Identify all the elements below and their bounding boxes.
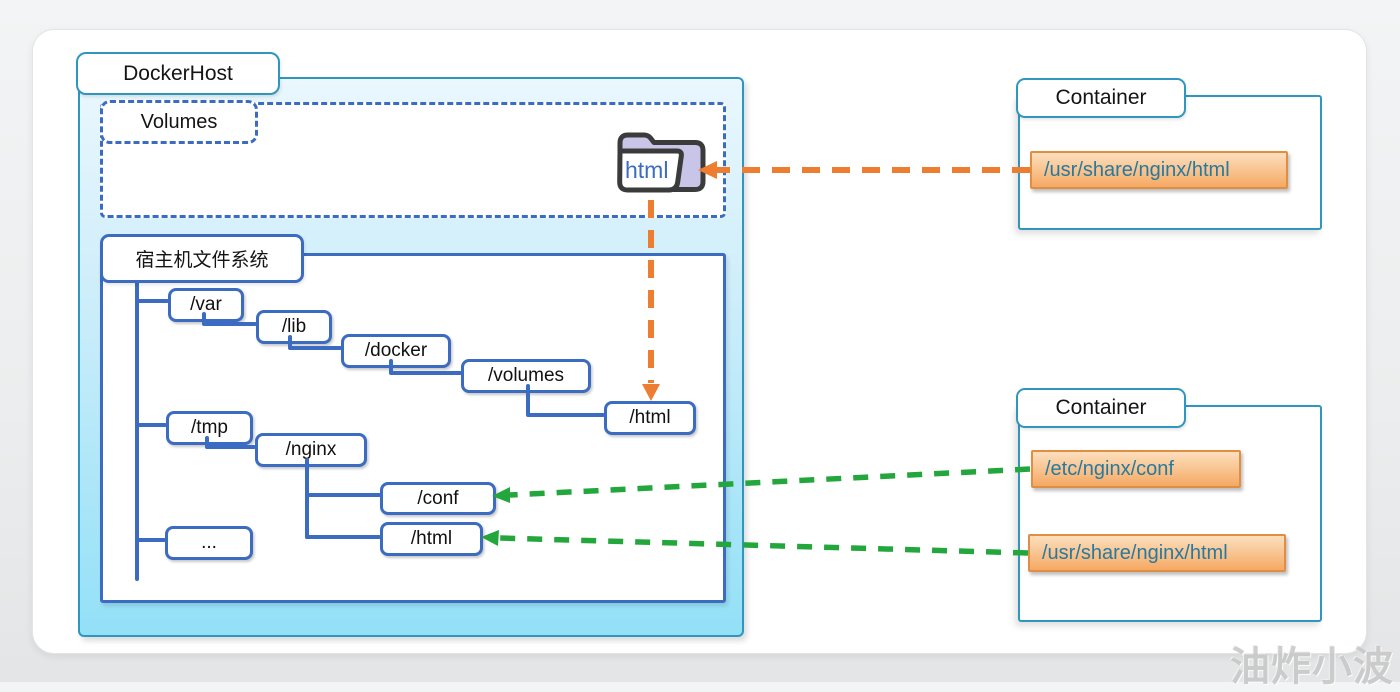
container-bottom-label: Container (1016, 388, 1186, 428)
tree-node-nginx-conf: /conf (380, 482, 496, 515)
tree-node-lib: /lib (256, 310, 332, 344)
tree-node-nginx-html: /html (380, 522, 483, 556)
container-top-path-html: /usr/share/nginx/html (1030, 151, 1288, 189)
container-bottom-path-html: /usr/share/nginx/html (1028, 534, 1286, 572)
container-top-label: Container (1016, 78, 1186, 118)
tree-node-docker: /docker (341, 334, 451, 368)
container-bottom-path-conf: /etc/nginx/conf (1031, 450, 1241, 488)
host-filesystem-label: 宿主机文件系统 (100, 234, 304, 283)
tree-node-volumes: /volumes (461, 359, 591, 393)
folder-front-panel (617, 148, 684, 193)
tree-node-volumes-html: /html (604, 401, 696, 435)
tree-node-nginx: /nginx (255, 433, 367, 467)
container-bottom-box (1018, 405, 1322, 622)
dockerhost-label: DockerHost (76, 52, 280, 95)
html-volume-folder-icon: html (617, 132, 706, 193)
watermark: 油炸小波 (1230, 645, 1394, 689)
folder-label: html (625, 157, 668, 183)
tree-node-tmp: /tmp (166, 411, 253, 445)
tree-node-more: ... (165, 526, 253, 560)
tree-node-var: /var (168, 288, 244, 322)
volumes-label: Volumes (100, 100, 258, 144)
